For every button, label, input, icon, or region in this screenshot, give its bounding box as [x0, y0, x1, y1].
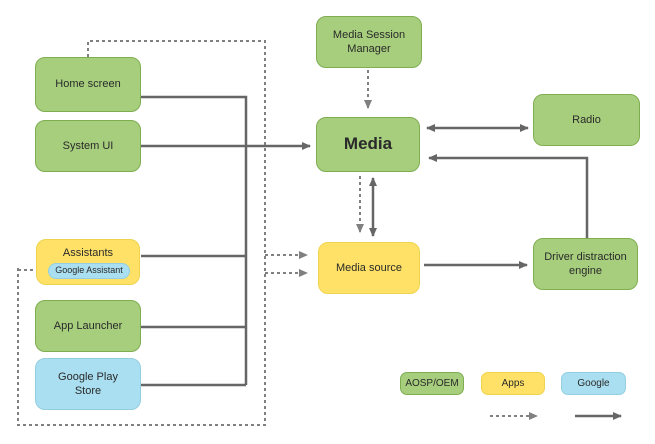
- node-google-play-store: Google Play Store: [35, 358, 141, 410]
- node-media-session-manager: Media Session Manager: [316, 16, 422, 68]
- node-media-source: Media source: [318, 242, 420, 294]
- legend-item-aosp-oem: AOSP/OEM: [400, 372, 464, 395]
- solid-edges: [141, 95, 622, 420]
- node-driver-distraction-engine: Driver distraction engine: [533, 238, 638, 290]
- edge-group-boundary: [17, 40, 266, 426]
- legend-item-google: Google: [561, 372, 626, 395]
- node-media: Media: [316, 117, 420, 172]
- node-home-screen: Home screen: [35, 57, 141, 112]
- legend-item-apps: Apps: [481, 372, 545, 395]
- edge-bus-spine: [141, 95, 248, 385]
- dashed-edges: [17, 40, 538, 426]
- node-system-ui: System UI: [35, 120, 141, 172]
- node-google-assistant: Google Assistant: [48, 263, 130, 279]
- node-radio: Radio: [533, 94, 640, 146]
- node-app-launcher: App Launcher: [35, 300, 141, 352]
- edge-dde-media: [428, 154, 589, 238]
